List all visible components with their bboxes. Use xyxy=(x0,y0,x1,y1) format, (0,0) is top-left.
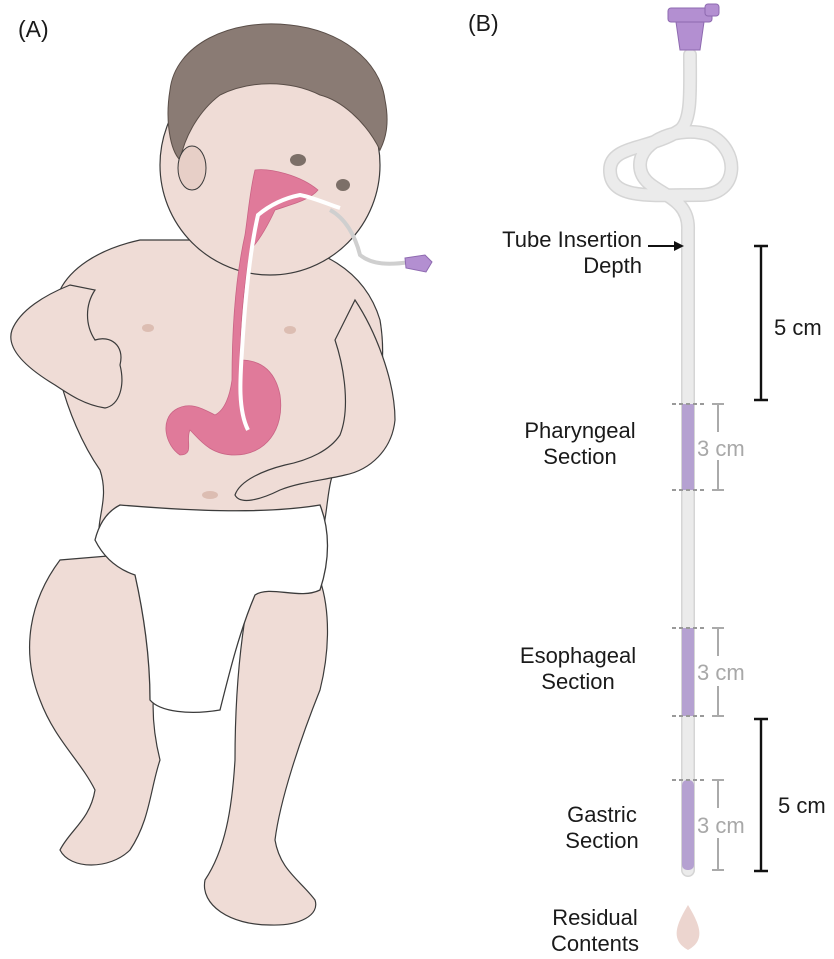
gastric-section-marker xyxy=(682,780,694,870)
section-name-line: Section xyxy=(524,444,635,470)
gastric-section-label: Gastric Section xyxy=(565,802,638,854)
section-name-line: Section xyxy=(520,669,636,695)
gastric-length-label: 3 cm xyxy=(697,813,745,839)
esophageal-length-label: 3 cm xyxy=(697,660,745,686)
infant-navel xyxy=(202,491,218,499)
section-length-brackets xyxy=(712,404,724,870)
scale-bars xyxy=(754,246,768,871)
residual-label-line: Residual xyxy=(551,905,639,931)
pharyngeal-length-label: 3 cm xyxy=(697,436,745,462)
panel-b-label: (B) xyxy=(468,10,499,36)
infant-illustration xyxy=(11,24,432,925)
section-name-line: Gastric xyxy=(565,802,638,828)
infant-nipple xyxy=(142,324,154,332)
pharyngeal-section-marker xyxy=(682,404,694,490)
esophageal-section-label: Esophageal Section xyxy=(520,643,636,695)
section-name-line: Section xyxy=(565,828,638,854)
residual-contents-label: Residual Contents xyxy=(551,905,639,957)
infant-eye xyxy=(290,154,306,166)
infant-nipple xyxy=(284,326,296,334)
panel-a-label: (A) xyxy=(18,16,49,42)
residual-contents-drop xyxy=(677,905,700,950)
tube-connector xyxy=(668,4,719,50)
residual-label-line: Contents xyxy=(551,931,639,957)
pharyngeal-section-label: Pharyngeal Section xyxy=(524,418,635,470)
infant-ear xyxy=(178,146,206,190)
section-name-line: Pharyngeal xyxy=(524,418,635,444)
esophageal-section-marker xyxy=(682,628,694,716)
infant-eye xyxy=(336,179,350,191)
section-name-line: Esophageal xyxy=(520,643,636,669)
infant-tube-connector xyxy=(405,255,432,272)
insertion-depth-label: Tube Insertion Depth xyxy=(440,227,642,279)
insertion-depth-label-line: Tube Insertion xyxy=(440,227,642,253)
bottom-scale-label: 5 cm xyxy=(778,793,826,819)
top-scale-label: 5 cm xyxy=(774,315,822,341)
insertion-depth-label-line: Depth xyxy=(440,253,642,279)
